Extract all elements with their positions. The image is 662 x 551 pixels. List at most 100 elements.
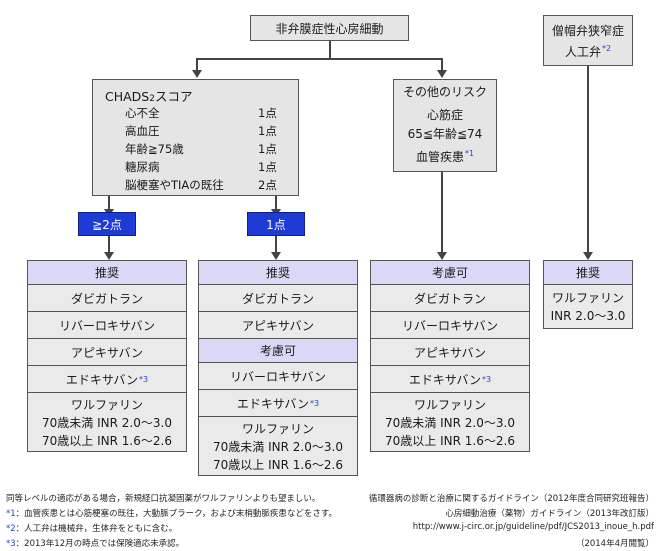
col1-row-label: ダビガトラン [70,291,143,306]
chads-item-points: 1点 [258,160,277,174]
source-line3: http://www.j-circ.or.jp/guideline/pdf/JC… [412,522,654,532]
chads-item-label: 高血圧 [125,124,160,138]
connector-tag-one-down [275,236,277,254]
col2-subhead-label: 考慮可 [259,344,296,358]
col1-warf-title: ワルファリン [70,398,143,412]
connector-left-down [196,58,198,72]
col1-row: ダビガトラン [27,284,187,312]
source-line4: （2014年4月閲覧） [575,539,654,549]
chads-title-sub: 2 [149,94,155,104]
col3-row: リバーロキサバン [370,311,530,339]
chads-item-label: 脳梗塞やTIAの既往 [125,178,224,192]
other-risk-item: 血管疾患 [415,150,464,164]
col3-row: エドキサバン*3 [370,365,530,393]
col3-row: ダビガトラン [370,284,530,312]
valve-box: 僧帽弁狭窄症 人工弁*2 [543,15,633,66]
chads-item-label: 年齢≧75歳 [125,142,184,156]
valve-line1: 僧帽弁狭窄症 [551,24,624,38]
chads-item-points: 1点 [258,142,277,156]
arrow-to-col1 [103,252,114,260]
connector-tag-ge2-down [108,236,110,254]
col1-edox-mark: *3 [139,374,149,384]
col3-row-label: リバーロキサバン [401,318,499,333]
col3-row-label: ダビガトラン [413,291,486,306]
col2-head-label: 推奨 [265,266,290,280]
top-title: 非弁膜症性心房細動 [275,21,384,36]
other-risk-item: 心筋症 [426,108,463,122]
col1-row-label: エドキサバン [65,372,139,387]
tag-one-label: 1点 [266,217,286,232]
valve-mark: *2 [601,44,612,53]
col3-row-label: エドキサバン [408,372,482,387]
footnote-1-text: ：血管疾患とは心筋梗塞の既往，大動脈プラーク，および末梢動脈疾患などをさす。 [15,509,338,519]
col3-row: アピキサバン [370,338,530,366]
chads-item-points: 2点 [258,178,277,192]
footnote-3: *3：2013年12月の時点では保険適応未承認。 [6,537,184,549]
connector-valve-down [587,66,589,254]
connector-right-down [441,58,443,72]
valve-line2: 人工弁 [564,45,601,59]
col3-warfarin: ワルファリン 70歳未満 INR 2.0〜3.0 70歳以上 INR 1.6〜2… [370,392,530,452]
chads-title-tail: スコア [154,89,193,104]
other-risk-item: 65≦年齢≦74 [407,127,483,141]
col2-row-label: エドキサバン [236,396,310,411]
chads-title-main: CHADS [105,89,150,104]
col3-head-label: 考慮可 [431,266,468,280]
footnote-general: 同等レベルの適応がある場合，新規経口抗凝固薬がワルファリンよりも望ましい。 [6,494,321,504]
arrow-to-other-risk [436,70,447,78]
col2-head: 推奨 [198,260,358,285]
arrow-to-col3 [436,252,447,260]
connector-chads-left [108,196,110,211]
col3-warf-title: ワルファリン [413,398,486,412]
chads-item-label: 糖尿病 [125,160,160,174]
col4-warf-title: ワルファリン [551,291,624,305]
arrow-to-col2 [270,252,281,260]
col2-row: アピキサバン [198,311,358,339]
col1-head: 推奨 [27,260,187,285]
chads-item-points: 1点 [258,124,277,138]
col3-edox-mark: *3 [482,374,492,384]
chads-item-points: 1点 [258,106,277,120]
arrow-to-col4 [582,252,593,260]
col4-head-label: 推奨 [575,266,600,280]
col2-row-label: リバーロキサバン [229,369,327,384]
col3-row-label: アピキサバン [413,345,487,360]
col1-head-label: 推奨 [94,266,119,280]
connector-horizontal [196,58,442,60]
chads-box: CHADS2スコア 心不全 1点 高血圧 1点 年齢≧75歳 1点 糖尿病 1点… [92,79,299,196]
col2-row: ダビガトラン [198,284,358,312]
source-line1: 循環器病の診断と治療に関するガイドライン（2012年度合同研究班報告） [368,494,654,504]
other-risk-item-wrap: 血管疾患*1 [394,144,496,167]
col2-warf-title: ワルファリン [241,422,314,436]
col3-head: 考慮可 [370,260,530,285]
col1-row-label: リバーロキサバン [58,318,156,333]
other-risk-title: その他のリスク [402,85,487,99]
col3-warf-line2: 70歳以上 INR 1.6〜2.6 [385,434,515,448]
footnote-2-mark: *2 [6,524,16,534]
col2-row-label: ダビガトラン [241,291,314,306]
tag-ge2-label: ≧2点 [92,217,122,232]
col2-warfarin: ワルファリン 70歳未満 INR 2.0〜3.0 70歳以上 INR 1.6〜2… [198,416,358,476]
arrow-to-chads [191,70,202,78]
col2-warf-line2: 70歳以上 INR 1.6〜2.6 [213,458,343,472]
footnote-2: *2：人工弁は機械弁，生体弁をともに含む。 [6,522,177,534]
footnote-1-mark: *1 [6,509,16,519]
col1-warf-line2: 70歳以上 INR 1.6〜2.6 [42,434,172,448]
chads-title: CHADS2スコア [105,86,193,105]
tag-one-point: 1点 [247,212,305,236]
col2-row-label: アピキサバン [241,318,315,333]
col1-row: リバーロキサバン [27,311,187,339]
top-box: 非弁膜症性心房細動 [250,15,409,41]
footnote-3-text: ：2013年12月の時点では保険適応未承認。 [15,539,185,549]
tag-ge2-points: ≧2点 [78,212,136,236]
footnote-2-text: ：人工弁は機械弁，生体弁をともに含む。 [15,524,178,534]
footnote-1: *1：血管疾患とは心筋梗塞の既往，大動脈プラーク，および末梢動脈疾患などをさす。 [6,507,337,519]
col4-warfarin: ワルファリン INR 2.0〜3.0 [543,284,633,329]
connector-other-risk-down [441,172,443,254]
col2-warf-line1: 70歳未満 INR 2.0〜3.0 [213,440,343,454]
col2-subhead: 考慮可 [198,338,358,363]
other-risk-mark: *1 [464,149,475,158]
col2-row: リバーロキサバン [198,362,358,390]
col4-head: 推奨 [543,260,633,285]
valve-line2-wrap: 人工弁*2 [544,40,632,61]
